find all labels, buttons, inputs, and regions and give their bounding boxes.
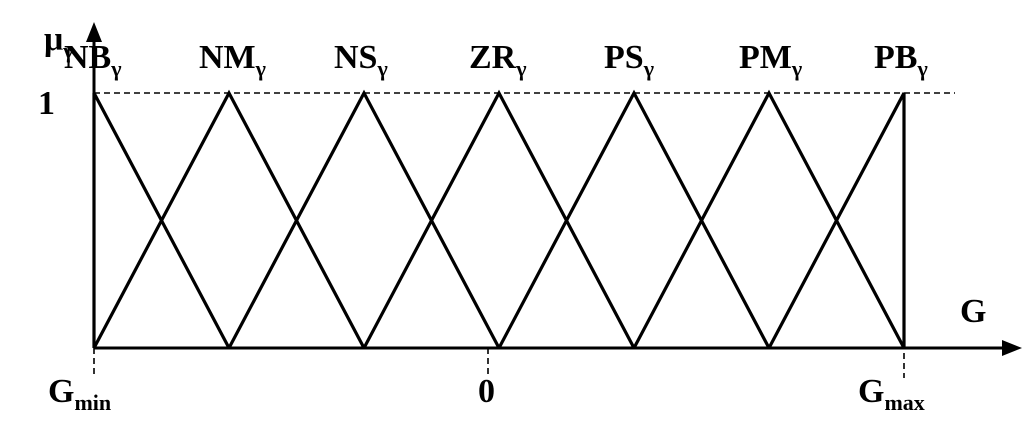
set-label-nm: NMγ xyxy=(199,39,266,81)
x-tick-gmin: Gmin xyxy=(48,373,111,415)
set-label-pb: PBγ xyxy=(874,39,928,81)
y-axis-arrow xyxy=(86,22,102,42)
x-axis-label: G xyxy=(960,293,986,330)
x-axis-arrow xyxy=(1002,340,1022,356)
set-label-ns: NSγ xyxy=(334,39,388,81)
set-label-pm: PMγ xyxy=(739,39,802,81)
set-nm-triangle xyxy=(92,89,366,349)
set-pb-triangle xyxy=(767,92,906,349)
set-label-nb: NBγ xyxy=(64,39,122,81)
membership-triangles xyxy=(92,89,906,349)
set-ns-triangle xyxy=(227,89,501,349)
y-axis-label: μγ xyxy=(44,21,74,63)
x-tick-zero: 0 xyxy=(478,373,495,410)
x-tick-gmax: Gmax xyxy=(858,373,925,415)
set-nb-triangle xyxy=(92,92,231,349)
set-label-zr: ZRγ xyxy=(469,39,527,81)
set-ps-triangle xyxy=(497,89,771,349)
set-pm-triangle xyxy=(632,89,906,349)
y-tick-one: 1 xyxy=(38,85,55,122)
set-label-ps: PSγ xyxy=(604,39,654,81)
set-zr-triangle xyxy=(362,89,636,349)
